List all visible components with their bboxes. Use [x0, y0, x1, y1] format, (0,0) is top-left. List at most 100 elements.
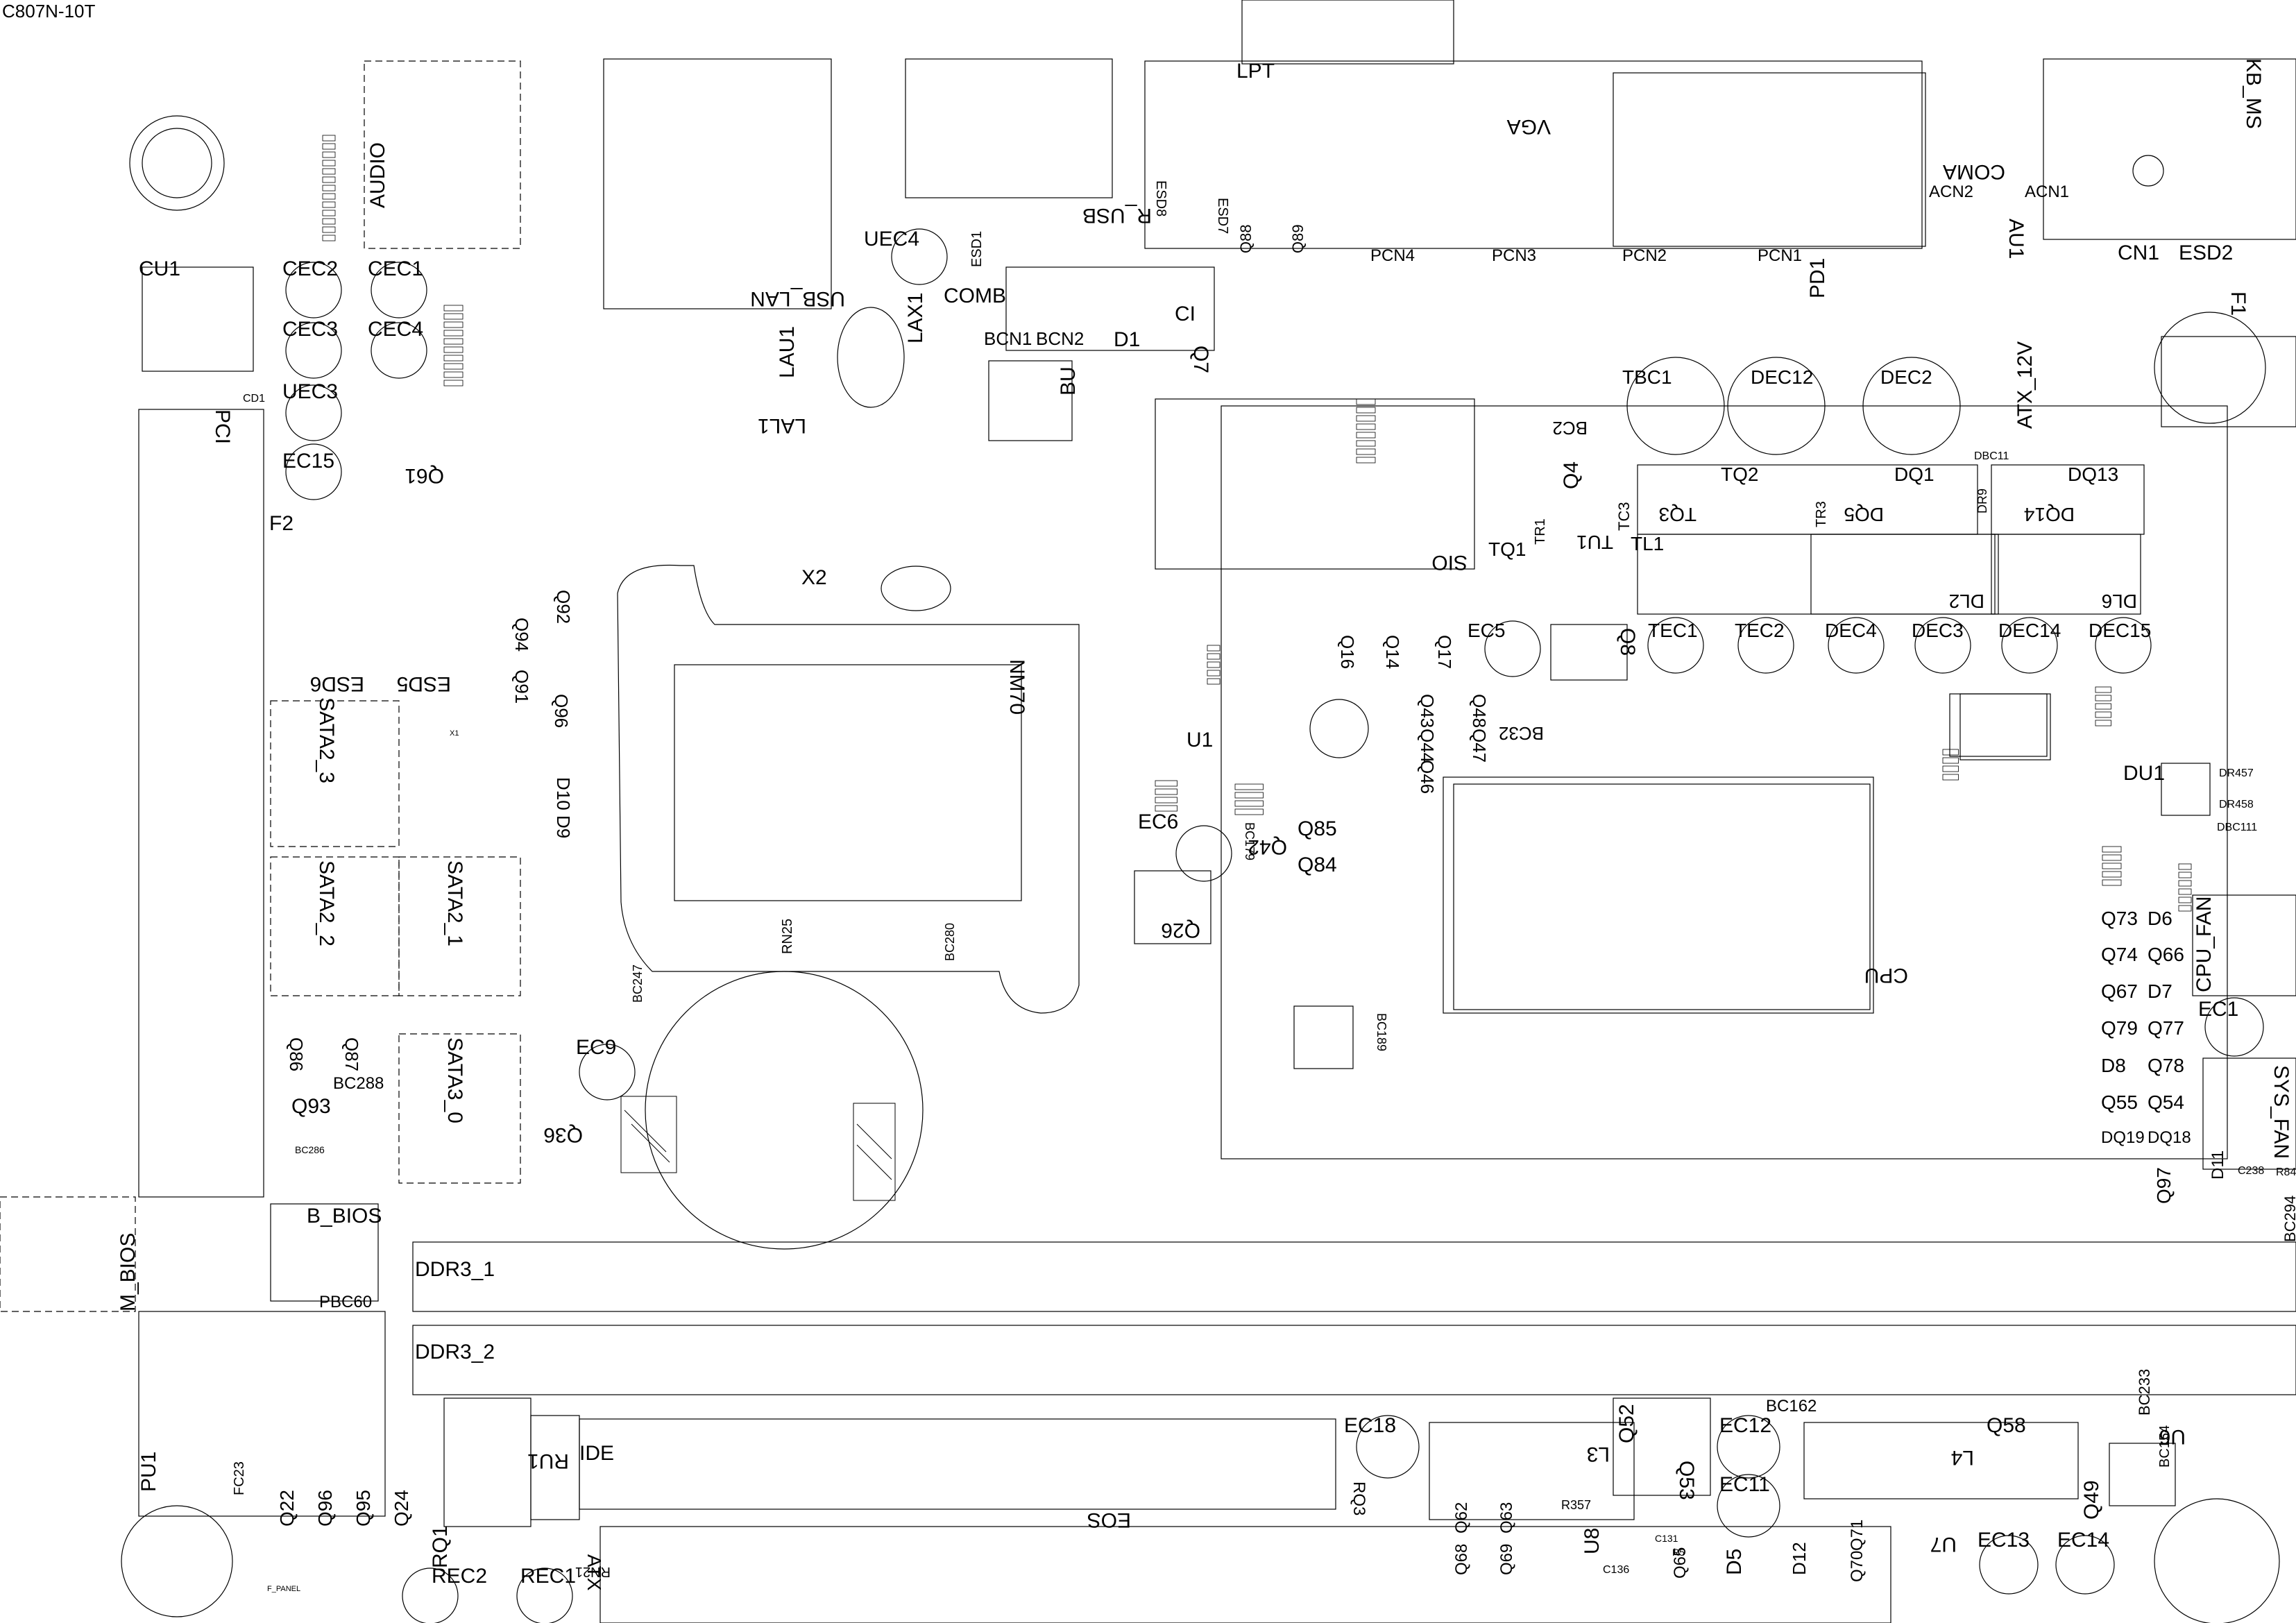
component-q62: Q62	[1452, 1502, 1471, 1533]
ddr3-2-label: DDR3_2	[415, 1341, 495, 1363]
smd-pad	[2102, 871, 2122, 878]
component-d10: D10	[553, 777, 574, 810]
tec2	[1737, 617, 1794, 674]
cpu-vrm-outline	[1155, 398, 1475, 570]
component-esd2: ESD2	[2179, 241, 2234, 264]
component-au1: AU1	[2005, 219, 2027, 260]
component-f2: F2	[269, 512, 294, 535]
component-ec13: EC13	[1978, 1529, 2030, 1552]
component-u1: U1	[1187, 729, 1214, 751]
smd-pad	[2102, 863, 2122, 869]
component-r843: R843	[2276, 1166, 2296, 1178]
l4-block	[1803, 1422, 2079, 1499]
component-dec12: DEC12	[1751, 366, 1814, 388]
q43-cap	[1309, 699, 1369, 758]
component-cu1: CU1	[139, 257, 181, 280]
b-bios-label: B_BIOS	[307, 1205, 382, 1227]
component-dec2: DEC2	[1880, 366, 1932, 388]
component-q92: Q92	[553, 590, 574, 624]
tec1	[1647, 617, 1704, 674]
component-pcn3: PCN3	[1492, 246, 1537, 265]
component-dq18: DQ18	[2148, 1128, 2191, 1147]
audio-label: AUDIO	[366, 142, 389, 208]
component-esd8: ESD8	[1153, 180, 1168, 217]
x1-label: X1	[450, 729, 459, 738]
lax1	[837, 307, 905, 408]
smd-pad	[1356, 398, 1376, 405]
q52-block	[1613, 1397, 1711, 1496]
x2-label: X2	[801, 566, 827, 589]
component-tr1: TR1	[1533, 518, 1548, 545]
component-d8: D8	[2101, 1055, 2126, 1076]
dbc-chip	[1959, 693, 2051, 760]
component-q85: Q85	[1298, 817, 1337, 840]
component-tec1: TEC1	[1648, 620, 1698, 641]
smd-pad	[1234, 783, 1264, 790]
smd-pad	[322, 210, 336, 216]
cpu-label: CPU	[1864, 964, 1908, 987]
usb-lan-label: USB_LAN	[750, 287, 845, 310]
component-q24: Q24	[391, 1490, 412, 1527]
smd-pad	[322, 143, 336, 150]
smd-pad	[2102, 879, 2122, 886]
component-uec3: UEC3	[282, 380, 339, 403]
smd-pad	[1207, 670, 1221, 677]
smd-pad	[2178, 897, 2192, 903]
dec2	[1862, 357, 1961, 455]
component-cec1: CEC1	[368, 257, 424, 280]
comb-body	[1005, 266, 1215, 351]
smd-pad	[322, 135, 336, 142]
component-tl1: TL1	[1631, 533, 1665, 554]
sata3-0-label: SATA3_0	[443, 1037, 466, 1123]
component-bc162: BC162	[1766, 1397, 1817, 1416]
component-bc2: BC2	[1552, 418, 1588, 439]
smd-pad	[2095, 686, 2111, 693]
component-rq3: RQ3	[1350, 1481, 1368, 1516]
component-pcn4: PCN4	[1370, 246, 1415, 265]
sata2-1-label: SATA2_1	[443, 860, 466, 946]
component-q89: Q89	[1289, 224, 1307, 253]
audio-hole-inner	[142, 128, 212, 198]
smd-pad	[1356, 457, 1376, 464]
component-r357: R357	[1561, 1498, 1592, 1512]
component-dq14: DQ14	[2023, 504, 2075, 525]
component-lau1: LAU1	[776, 325, 799, 378]
component-cec4: CEC4	[368, 318, 424, 341]
component-dq5: DQ5	[1844, 504, 1884, 525]
dec3	[1914, 617, 1971, 674]
component-dq13: DQ13	[2068, 464, 2119, 485]
component-u7: U7	[1930, 1533, 1957, 1556]
bu-body	[988, 360, 1073, 441]
component-rec1: REC1	[520, 1565, 577, 1588]
component-rn21: RN21	[575, 1564, 611, 1579]
component-tr3: TR3	[1814, 501, 1829, 527]
component-d7: D7	[2148, 980, 2172, 1002]
component-bu: BU	[1057, 366, 1080, 396]
m-bios-outline	[0, 1196, 136, 1312]
component-bc233: BC233	[2136, 1368, 2153, 1416]
component-u8: U8	[1581, 1527, 1604, 1554]
ec5	[1484, 620, 1541, 677]
uec4	[891, 228, 948, 285]
smd-pad	[322, 168, 336, 175]
smd-pad	[1942, 749, 1959, 756]
component-q22: Q22	[276, 1490, 298, 1527]
sata2-2-label: SATA2_2	[315, 860, 338, 946]
lpt-shield	[1241, 0, 1454, 65]
component-d11: D11	[2209, 1150, 2227, 1180]
smd-pad	[2095, 720, 2111, 726]
component-lal1: LAL1	[757, 414, 806, 437]
smd-pad	[322, 160, 336, 167]
component-q48: Q48	[1469, 694, 1490, 729]
component-cec3: CEC3	[282, 318, 339, 341]
component-q91: Q91	[511, 670, 532, 704]
component-cd1: CD1	[243, 393, 266, 405]
component-d1: D1	[1114, 328, 1141, 351]
smd-pad	[443, 330, 464, 337]
component-dq1: DQ1	[1894, 464, 1934, 485]
component-rec2: REC2	[432, 1565, 488, 1588]
ec6	[1175, 825, 1232, 882]
component-c238: C238	[2238, 1165, 2265, 1177]
component-q26: Q26	[1161, 919, 1200, 942]
component-ec15: EC15	[282, 450, 335, 473]
